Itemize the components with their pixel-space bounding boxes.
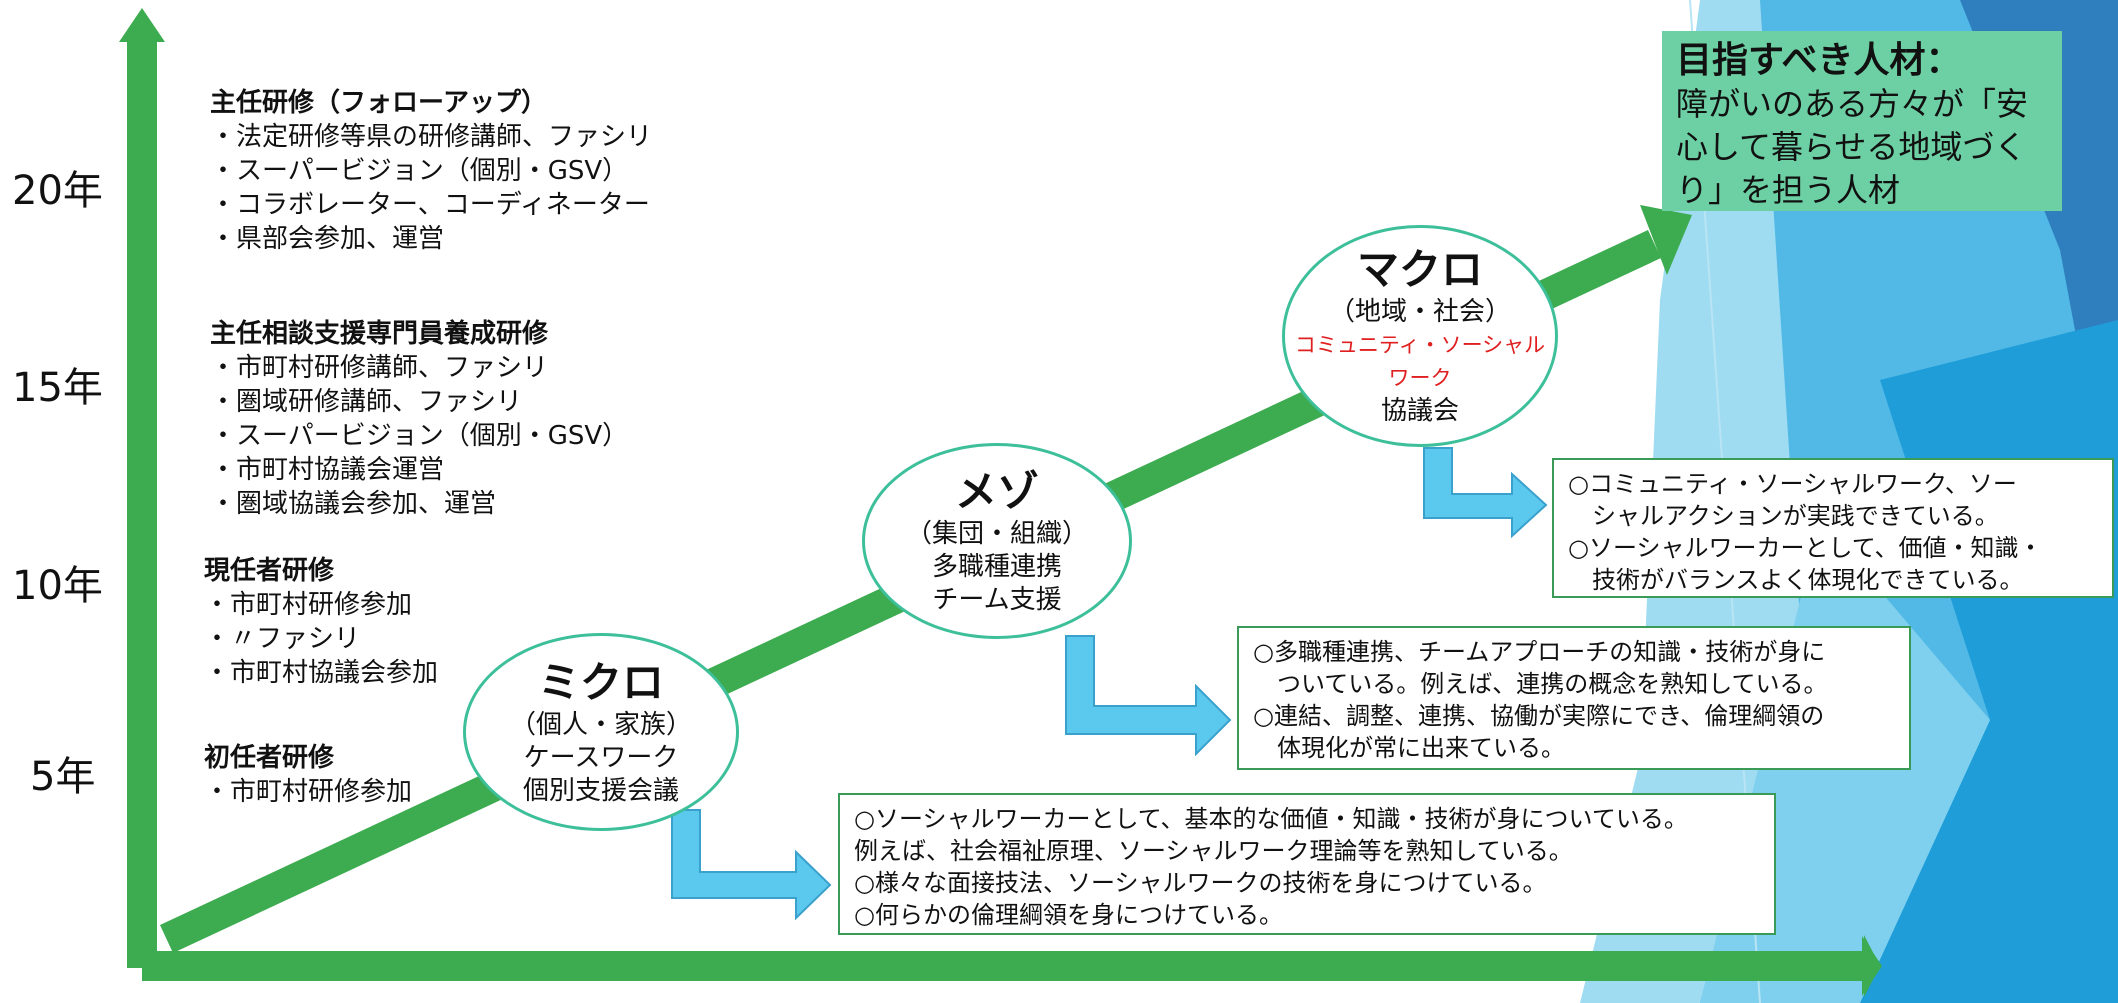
competency-line: ○連結、調整、連携、協働が実際にでき、倫理綱領の <box>1253 702 1825 730</box>
connector-arrow-macro <box>1423 447 1548 539</box>
macro-level-red-line: コミュニティ・ソーシャル <box>1294 333 1546 357</box>
training-group-chief-followup: 主任研修（フォローアップ） ・法定研修等県の研修講師、ファシリ ・スーパービジョ… <box>210 86 652 256</box>
macro-competency-box: ○コミュニティ・ソーシャルワーク、ソー シャルアクションが実践できている。 ○ソ… <box>1552 458 2114 598</box>
competency-line: 例えば、社会福祉原理、ソーシャルワーク理論等を熟知している。 <box>854 837 1573 865</box>
micro-level-oval: ミクロ （個人・家族） ケースワーク 個別支援会議 <box>463 633 739 831</box>
macro-level-line: 協議会 <box>1380 396 1459 426</box>
micro-level-line: ケースワーク <box>523 742 679 773</box>
horizontal-axis-arrow <box>142 935 1882 997</box>
training-item: ・圏域協議会参加、運営 <box>210 489 497 519</box>
micro-level-line: 個別支援会議 <box>522 775 679 806</box>
training-item: ・コラボレーター、コーディネーター <box>210 190 650 220</box>
training-group-current: 現任者研修 ・市町村研修参加 ・〃ファシリ ・市町村協議会参加 <box>204 554 438 690</box>
year-label-10: 10年 <box>12 563 103 609</box>
training-item: ・市町村協議会参加 <box>204 658 439 688</box>
target-talent-box: 目指すべき人材： 障がいのある方々が「安 心して暮らせる地域づく り」を担う人材 <box>1662 31 2062 211</box>
micro-level-line: （個人・家族） <box>509 709 692 740</box>
competency-line: シャルアクションが実践できている。 <box>1568 502 1999 530</box>
competency-line: 技術がバランスよく体現化できている。 <box>1568 566 2024 594</box>
meso-level-title: メゾ <box>954 466 1039 516</box>
training-group-title: 初任者研修 <box>204 743 335 773</box>
macro-level-red-line: ワーク <box>1388 366 1452 390</box>
connector-arrow-meso <box>1065 635 1232 757</box>
connector-arrow-micro <box>671 809 832 921</box>
training-item: ・県部会参加、運営 <box>210 224 445 254</box>
competency-line: ついている。例えば、連携の概念を熟知している。 <box>1253 670 1828 698</box>
training-item: ・スーパービジョン（個別・GSV） <box>210 156 629 186</box>
meso-level-line: （集団・組織） <box>905 518 1088 549</box>
year-label-5: 5年 <box>30 754 96 800</box>
target-talent-title: 目指すべき人材： <box>1676 40 1962 81</box>
micro-competency-box: ○ソーシャルワーカーとして、基本的な価値・知識・技術が身についている。 例えば、… <box>838 793 1776 935</box>
meso-level-line: 多職種連携 <box>931 551 1062 582</box>
training-item: ・スーパービジョン（個別・GSV） <box>210 421 629 451</box>
meso-level-line: チーム支援 <box>932 584 1062 615</box>
training-item: ・法定研修等県の研修講師、ファシリ <box>210 122 653 152</box>
training-group-title: 現任者研修 <box>204 556 335 586</box>
vertical-axis-arrow <box>119 8 165 968</box>
target-talent-line: り」を担う人材 <box>1676 171 1901 209</box>
competency-line: ○コミュニティ・ソーシャルワーク、ソー <box>1568 470 2017 498</box>
training-item: ・〃ファシリ <box>204 624 361 654</box>
macro-level-oval: マクロ （地域・社会） コミュニティ・ソーシャル ワーク 協議会 <box>1282 225 1558 447</box>
training-group-title: 主任研修（フォローアップ） <box>210 88 547 118</box>
year-label-20: 20年 <box>12 168 103 214</box>
competency-line: 体現化が常に出来ている。 <box>1253 734 1565 762</box>
training-group-chief-trainer: 主任相談支援専門員養成研修 ・市町村研修講師、ファシリ ・圏域研修講師、ファシリ… <box>210 317 628 521</box>
competency-line: ○多職種連携、チームアプローチの知識・技術が身に <box>1253 638 1826 666</box>
macro-level-title: マクロ <box>1356 245 1483 294</box>
target-talent-line: 心して暮らせる地域づく <box>1676 128 2027 166</box>
training-item: ・市町村研修参加 <box>204 590 413 620</box>
training-group-title: 主任相談支援専門員養成研修 <box>210 319 549 349</box>
target-talent-line: 障がいのある方々が「安 <box>1676 85 2029 123</box>
training-item: ・市町村協議会運営 <box>210 455 445 485</box>
competency-line: ○様々な面接技法、ソーシャルワークの技術を身につけている。 <box>854 869 1547 897</box>
micro-level-title: ミクロ <box>537 657 664 707</box>
year-label-15: 15年 <box>12 365 103 411</box>
training-item: ・圏域研修講師、ファシリ <box>210 387 523 417</box>
competency-line: ○ソーシャルワーカーとして、基本的な価値・知識・技術が身についている。 <box>854 805 1688 833</box>
training-item: ・市町村研修講師、ファシリ <box>210 353 549 383</box>
training-item: ・市町村研修参加 <box>204 777 413 807</box>
competency-line: ○ソーシャルワーカーとして、価値・知識・ <box>1568 534 2043 562</box>
training-group-beginner: 初任者研修 ・市町村研修参加 <box>204 741 412 809</box>
meso-level-oval: メゾ （集団・組織） 多職種連携 チーム支援 <box>862 443 1132 639</box>
meso-competency-box: ○多職種連携、チームアプローチの知識・技術が身に ついている。例えば、連携の概念… <box>1237 626 1911 770</box>
competency-line: ○何らかの倫理綱領を身につけている。 <box>854 901 1283 929</box>
macro-level-line: （地域・社会） <box>1328 297 1511 327</box>
